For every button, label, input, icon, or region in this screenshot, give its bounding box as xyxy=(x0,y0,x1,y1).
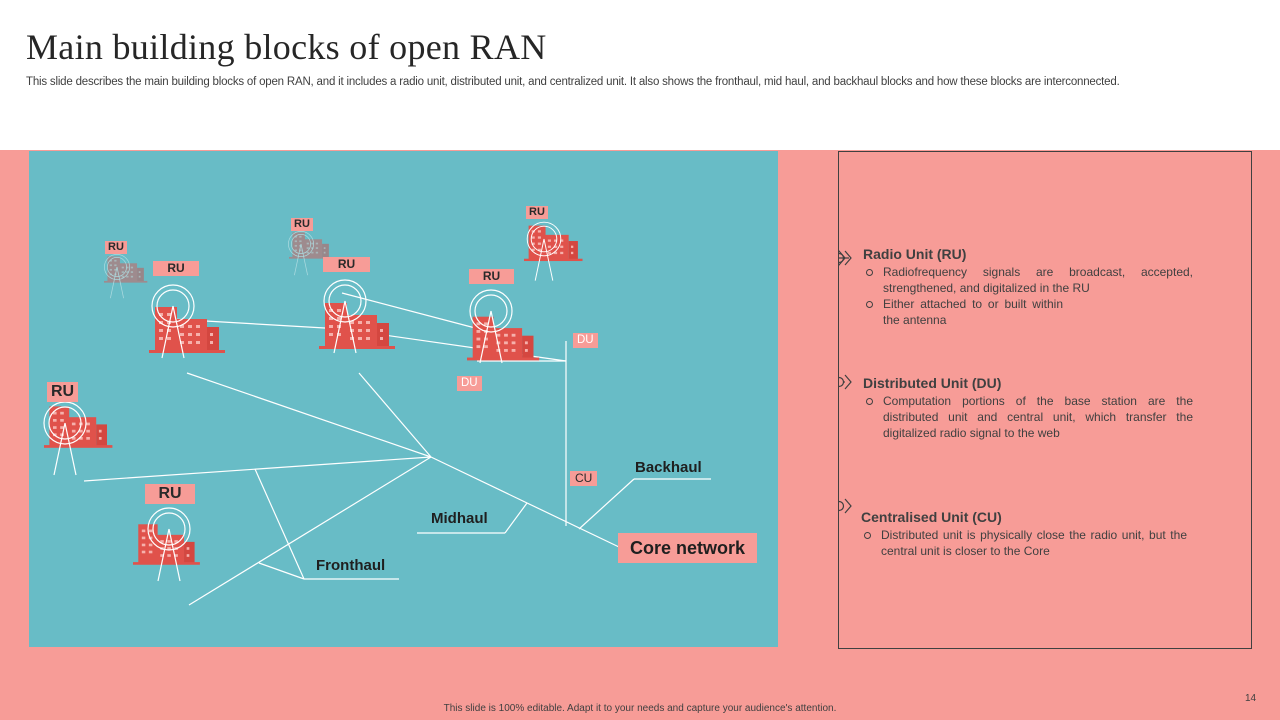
ru-tag-4: RU xyxy=(526,206,548,219)
ru-tag-6: RU xyxy=(145,484,195,504)
ru-tag-2: RU xyxy=(323,257,370,272)
backhaul-label: Backhaul xyxy=(635,459,702,476)
du-tag-2: DU xyxy=(457,376,482,391)
midhaul-label: Midhaul xyxy=(431,510,488,527)
section-radio-unit: Radio Unit (RU) Radiofrequency signals a… xyxy=(863,245,1193,328)
du-tag-1: DU xyxy=(573,333,598,348)
fronthaul-label: Fronthaul xyxy=(316,557,386,574)
network-links xyxy=(43,221,711,606)
footer-note: This slide is 100% editable. Adapt it to… xyxy=(443,703,837,714)
bullet: Computation portions of the base station… xyxy=(863,393,1193,441)
ru-building-3 xyxy=(467,289,540,364)
ru-building-faded-1 xyxy=(104,254,148,299)
slide-title: Main building blocks of open RAN xyxy=(26,27,547,67)
bullet: Either attached to or built within the a… xyxy=(863,296,1063,328)
ru-tag-3: RU xyxy=(469,269,514,284)
unit-descriptions-panel: Radio Unit (RU) Radiofrequency signals a… xyxy=(838,151,1252,649)
cu-tag: CU xyxy=(570,471,598,486)
bullet: Radiofrequency signals are broadcast, ac… xyxy=(863,264,1193,296)
page-number: 14 xyxy=(1245,693,1257,704)
core-network-box: Core network xyxy=(618,533,757,563)
ru-building-4 xyxy=(524,221,583,282)
ru-tag-1: RU xyxy=(153,261,199,276)
slide-subtitle: This slide describes the main building b… xyxy=(26,76,1120,88)
section-title: Centralised Unit (CU) xyxy=(861,509,1002,525)
ru-building-6 xyxy=(133,507,200,582)
section-title: Radio Unit (RU) xyxy=(863,246,967,262)
section-centralised-unit: Centralised Unit (CU) Distributed unit i… xyxy=(861,508,1191,559)
section-title: Distributed Unit (DU) xyxy=(863,375,1002,391)
ru-tag-faded-2: RU xyxy=(291,218,313,231)
section-distributed-unit: Distributed Unit (DU) Computation portio… xyxy=(863,374,1193,441)
ru-building-2 xyxy=(319,279,395,354)
ru-tag-5: RU xyxy=(47,382,79,402)
network-diagram: RU RU RU RU RU RU RU RU DU DU CU Backhau… xyxy=(29,151,778,647)
timeline-markers xyxy=(839,250,852,514)
ru-tag-faded-1: RU xyxy=(105,241,127,254)
bullet: Distributed unit is physically close the… xyxy=(861,527,1187,559)
ru-building-5 xyxy=(43,401,113,476)
